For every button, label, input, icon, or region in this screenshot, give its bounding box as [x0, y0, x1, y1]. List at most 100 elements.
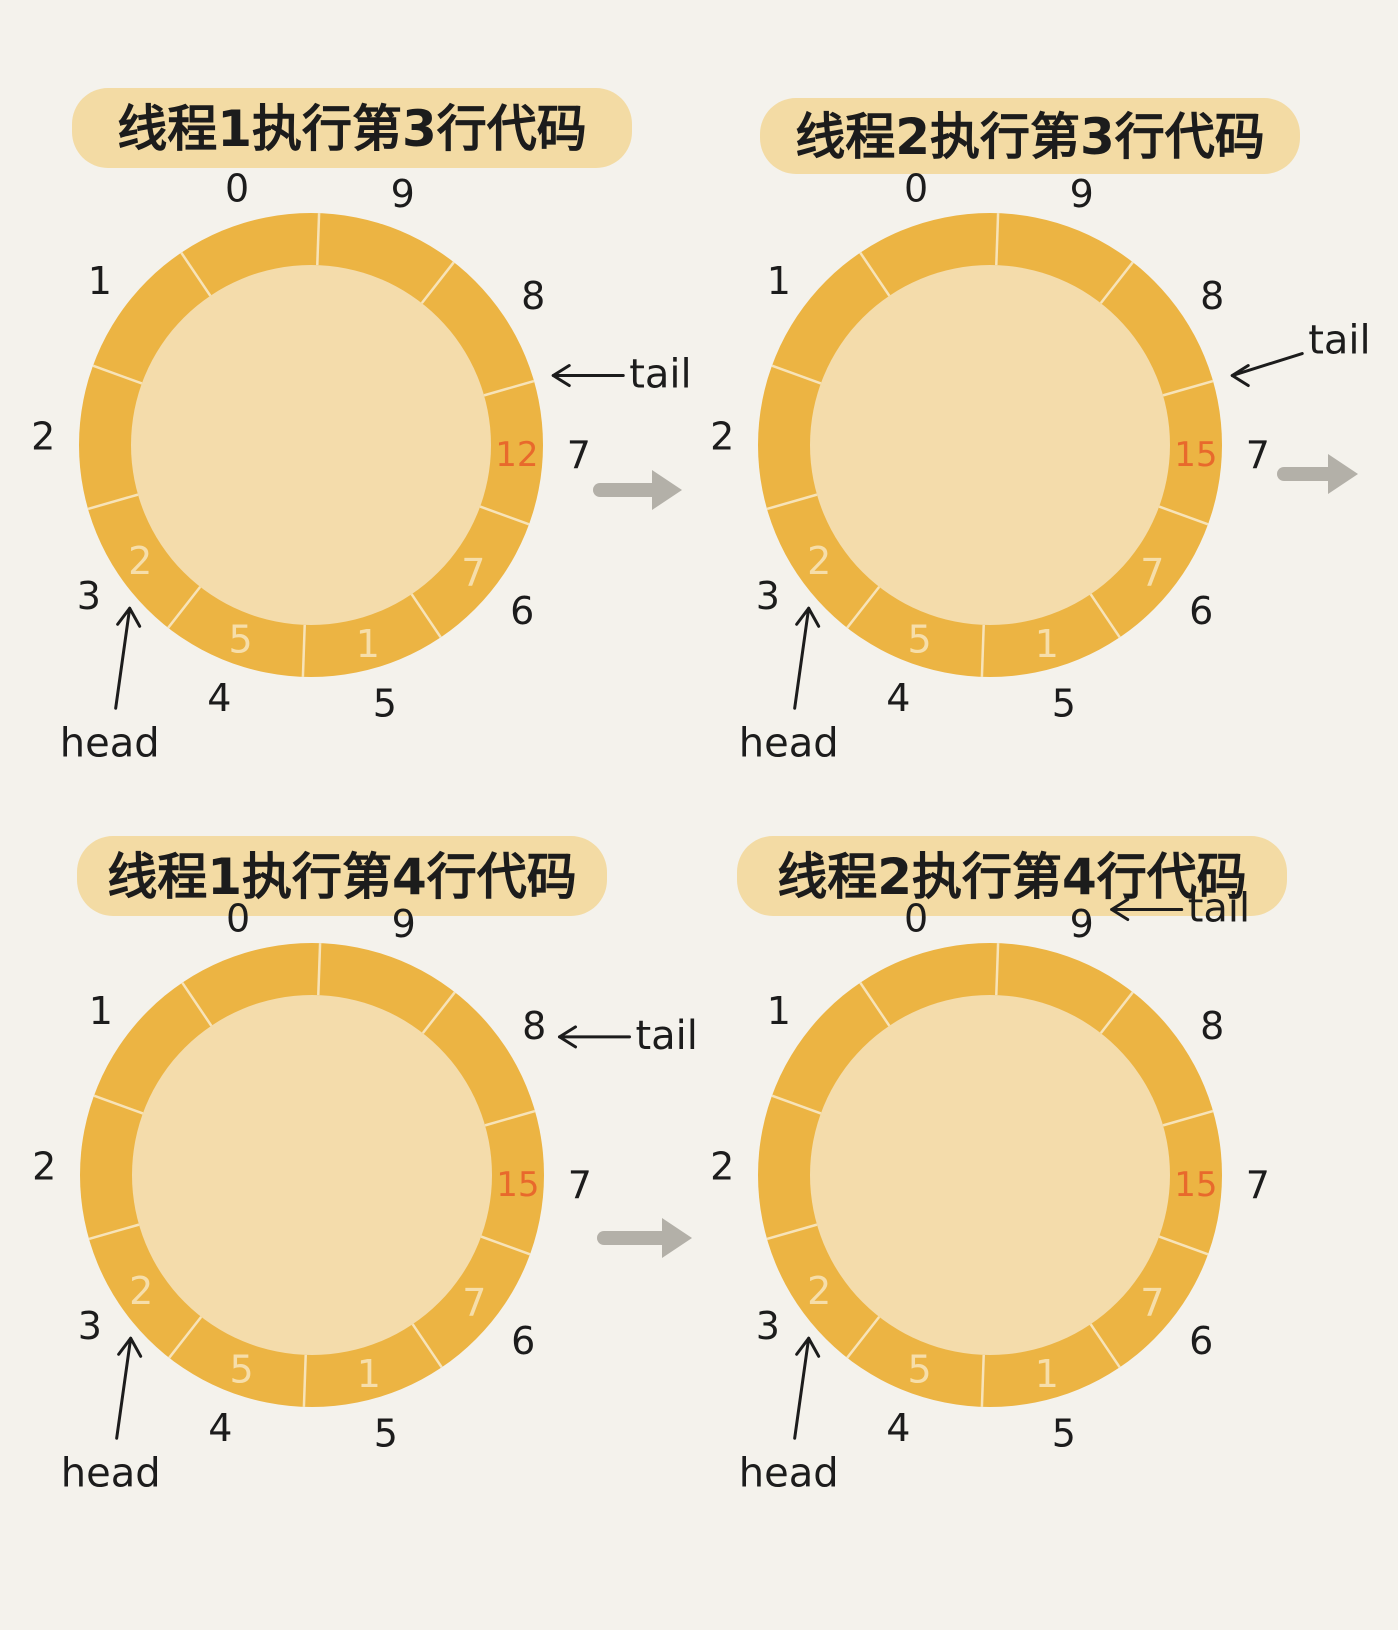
slot-index-3: 3 — [77, 574, 101, 618]
slot-index-0: 0 — [226, 896, 250, 940]
slot-value-3: 2 — [807, 1269, 831, 1313]
slot-index-5: 5 — [1052, 1412, 1076, 1456]
slot-value-6: 7 — [1140, 1281, 1164, 1325]
slot-index-2: 2 — [32, 1145, 56, 1189]
head-arrow-tip — [117, 1336, 143, 1358]
head-label: head — [739, 1450, 839, 1496]
slot-divider — [995, 943, 1000, 996]
slot-index-1: 1 — [88, 259, 112, 303]
slot-index-3: 3 — [756, 1304, 780, 1348]
panel-title: 线程1执行第4行代码 — [107, 848, 577, 906]
head-arrow-tip — [795, 1336, 821, 1358]
slot-value-6: 7 — [461, 551, 485, 595]
slot-divider — [859, 251, 891, 297]
slot-divider — [846, 586, 881, 629]
slot-index-6: 6 — [1189, 589, 1213, 633]
title-banner — [77, 836, 607, 916]
slot-divider — [980, 1354, 985, 1407]
slot-divider — [88, 1223, 140, 1241]
tail-arrow-shaft — [1230, 352, 1304, 378]
head-label: head — [61, 1450, 161, 1496]
head-arrow-shaft — [793, 606, 811, 710]
slot-divider — [980, 624, 985, 677]
slot-divider — [168, 1316, 203, 1359]
tail-label: tail — [635, 1013, 697, 1059]
slot-value-7: 15 — [1174, 435, 1217, 475]
slot-index-6: 6 — [1189, 1319, 1213, 1363]
title-banner — [72, 88, 632, 168]
slot-index-9: 9 — [1070, 902, 1094, 946]
slot-divider — [479, 505, 530, 526]
slot-divider — [766, 493, 818, 511]
slot-index-9: 9 — [392, 902, 416, 946]
flow-arrow-3 — [597, 1218, 692, 1258]
slot-divider — [1158, 505, 1209, 526]
slot-index-8: 8 — [522, 1004, 546, 1048]
title-banner — [737, 836, 1287, 916]
slot-index-4: 4 — [886, 676, 910, 720]
slot-index-1: 1 — [767, 989, 791, 1033]
slot-index-9: 9 — [1070, 172, 1094, 216]
slot-divider — [410, 593, 442, 639]
slot-divider — [995, 213, 1000, 266]
slot-value-5: 1 — [1035, 622, 1059, 666]
slot-index-4: 4 — [208, 1406, 232, 1450]
slot-index-7: 7 — [1246, 433, 1270, 477]
title-banner — [760, 98, 1300, 174]
slot-divider — [92, 364, 143, 385]
slot-value-3: 2 — [807, 539, 831, 583]
queue-inner-disk — [810, 265, 1170, 625]
slot-divider — [93, 1094, 144, 1115]
tail-arrow-tip — [1230, 364, 1250, 388]
slot-divider — [87, 493, 139, 511]
slot-value-7: 15 — [1174, 1165, 1217, 1205]
slot-index-0: 0 — [904, 896, 928, 940]
head-label: head — [60, 720, 160, 766]
slot-divider — [846, 1316, 881, 1359]
flow-arrow-2 — [1277, 454, 1358, 494]
slot-divider — [411, 1323, 443, 1369]
flow-arrow-head — [1328, 454, 1358, 494]
slot-index-4: 4 — [207, 676, 231, 720]
slot-divider — [316, 213, 321, 266]
tail-label: tail — [629, 352, 691, 398]
head-label: head — [739, 720, 839, 766]
slot-index-2: 2 — [710, 415, 734, 459]
tail-label: tail — [1308, 318, 1370, 364]
slot-index-7: 7 — [1246, 1163, 1270, 1207]
slot-index-9: 9 — [391, 172, 415, 216]
slot-divider — [1162, 1109, 1214, 1127]
slot-value-5: 1 — [356, 622, 380, 666]
slot-index-3: 3 — [756, 574, 780, 618]
slot-index-6: 6 — [511, 1319, 535, 1363]
slot-index-2: 2 — [31, 415, 55, 459]
head-arrow-shaft — [115, 1336, 133, 1440]
slot-index-0: 0 — [225, 166, 249, 210]
queue-inner-disk — [132, 995, 492, 1355]
slot-divider — [771, 1094, 822, 1115]
slot-index-7: 7 — [568, 1163, 592, 1207]
slot-divider — [302, 1354, 307, 1407]
slot-index-6: 6 — [510, 589, 534, 633]
tail-arrow-tip — [1110, 898, 1130, 922]
tail-arrow-tip — [557, 1025, 577, 1049]
slot-index-5: 5 — [1052, 682, 1076, 726]
slot-divider — [317, 943, 322, 996]
slot-divider — [181, 981, 213, 1027]
slot-index-5: 5 — [374, 1412, 398, 1456]
slot-divider — [420, 261, 455, 304]
slot-divider — [421, 991, 456, 1034]
panel-title: 线程1执行第3行代码 — [117, 100, 587, 158]
slot-index-5: 5 — [373, 682, 397, 726]
slot-index-3: 3 — [78, 1304, 102, 1348]
slot-index-8: 8 — [1200, 1004, 1224, 1048]
slot-divider — [1089, 1323, 1121, 1369]
slot-index-0: 0 — [904, 166, 928, 210]
head-arrow-shaft — [793, 1336, 811, 1440]
slot-divider — [766, 1223, 818, 1241]
flow-arrow-1 — [593, 470, 682, 510]
